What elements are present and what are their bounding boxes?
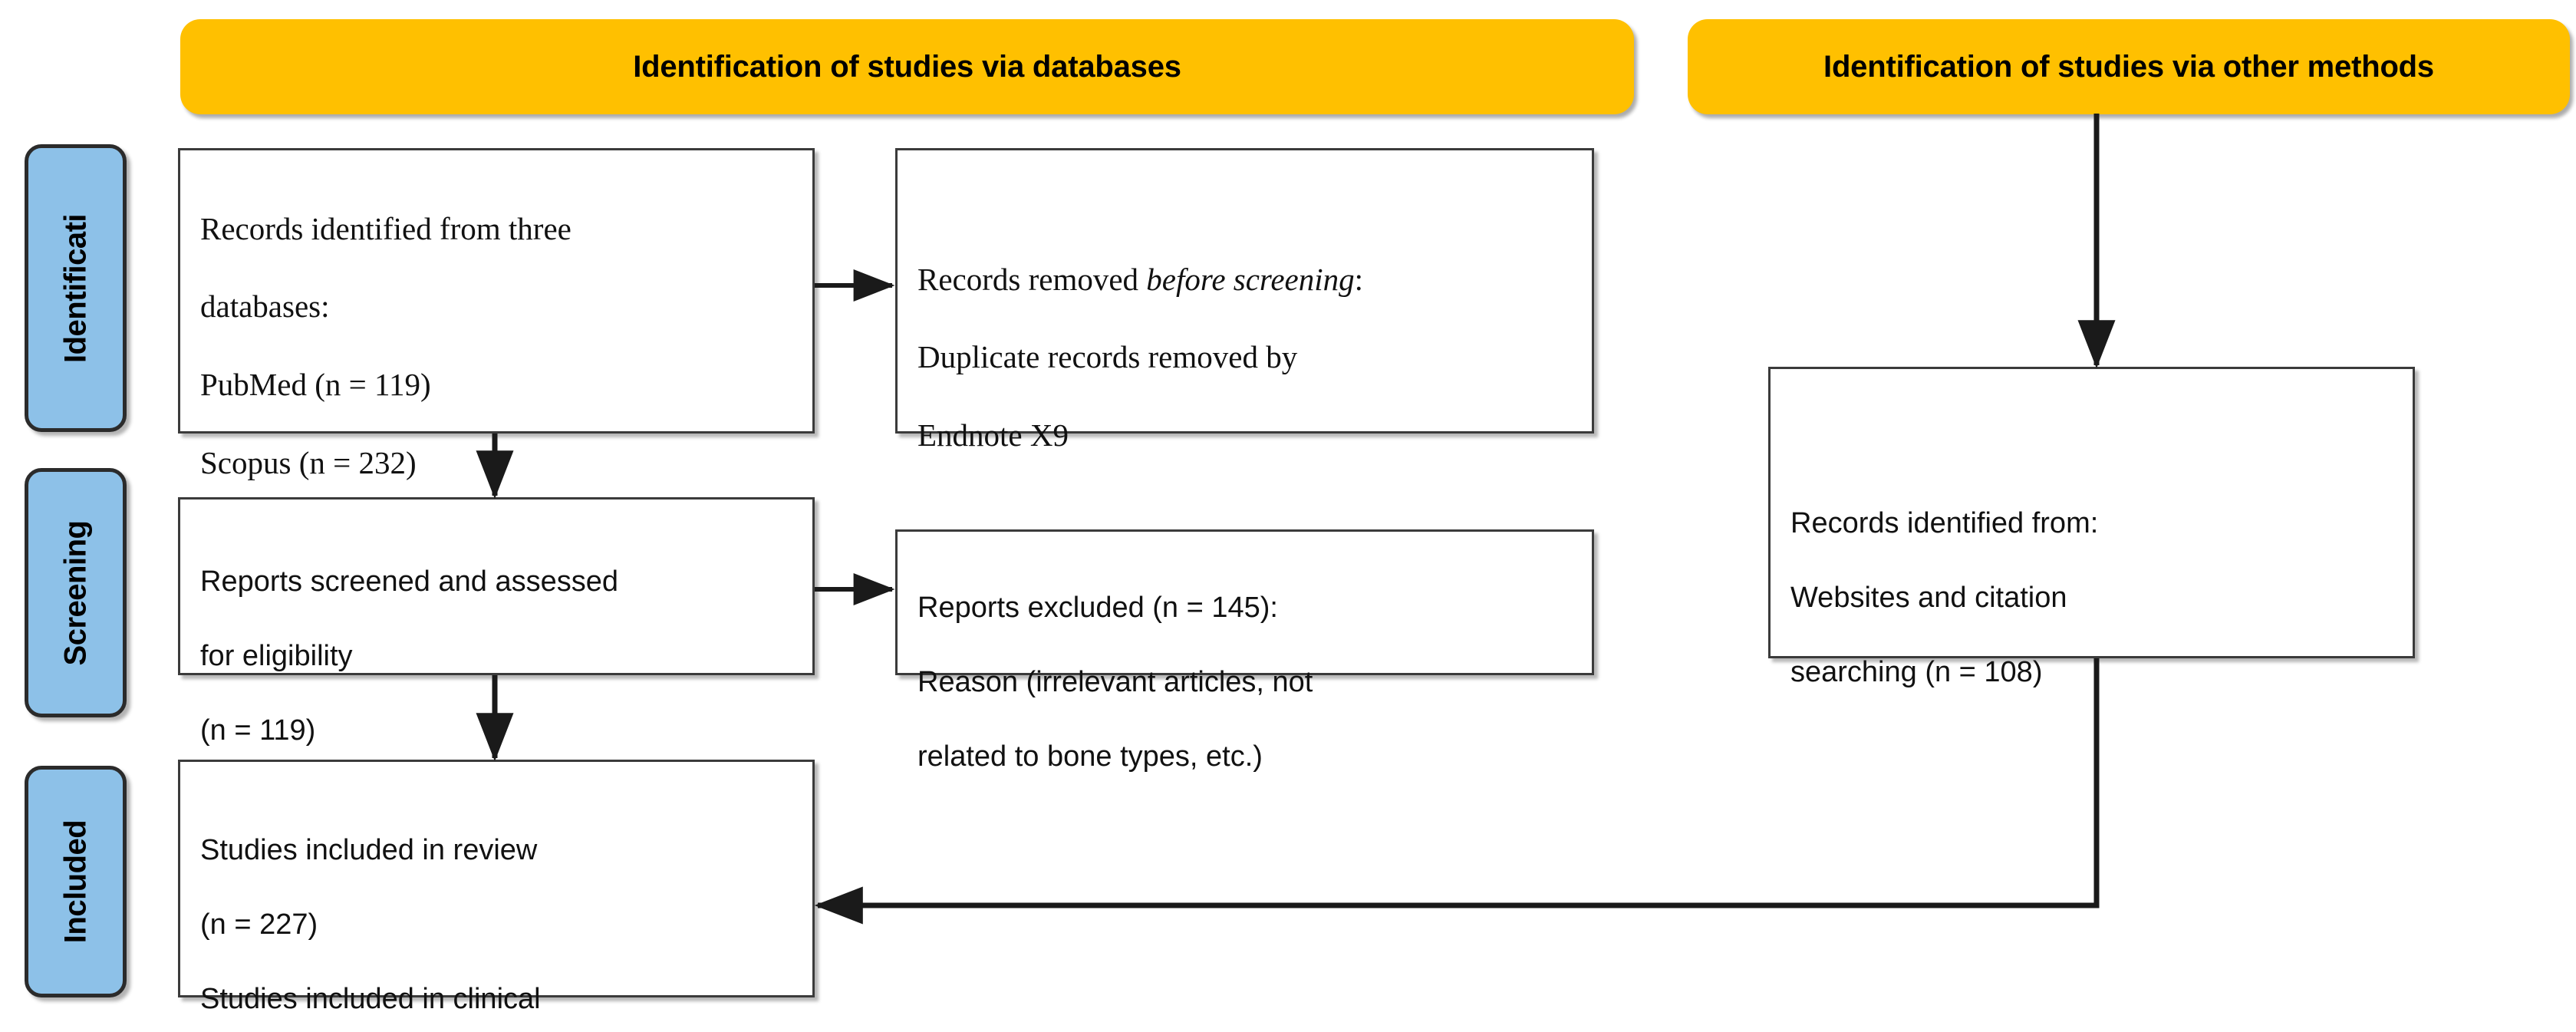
records-identified-scopus: Scopus (n = 232) <box>200 444 417 480</box>
reports-excluded-line-2: Reason (irrelevant articles, not <box>917 665 1313 698</box>
stage-tab-included-label: Included <box>58 819 92 944</box>
banner-identification-databases: Identification of studies via databases <box>180 19 1634 114</box>
records-removed-line-2: Duplicate records removed by <box>917 339 1298 375</box>
box-records-identified-other-methods: Records identified from: Websites and ci… <box>1768 367 2415 688</box>
stage-tab-screening: Screening <box>25 468 127 717</box>
stage-tab-identification: Identificati <box>25 144 127 432</box>
records-other-line-1: Records identified from: <box>1790 506 2099 539</box>
studies-included-review-count: (n = 227) <box>200 908 318 941</box>
reports-excluded-line-1: Reports excluded (n = 145): <box>917 591 1278 624</box>
records-removed-line-3: Endnote X9 <box>917 417 1069 453</box>
stage-tab-identification-label: Identificati <box>58 213 92 363</box>
records-other-line-2: Websites and citation <box>1790 581 2067 614</box>
records-removed-line-1-emphasis: before screening <box>1146 261 1355 297</box>
records-removed-line-1-prefix: Records removed <box>917 261 1147 297</box>
box-reports-screened-assessed: Reports screened and assessed for eligib… <box>178 497 815 747</box>
reports-excluded-line-3: related to bone types, etc.) <box>917 740 1263 773</box>
stage-tab-screening-label: Screening <box>58 520 92 665</box>
records-removed-line-1-suffix: : <box>1354 261 1364 297</box>
records-other-line-3: searching (n = 108) <box>1790 656 2043 689</box>
banner-identification-other-methods: Identification of studies via other meth… <box>1688 19 2570 114</box>
stage-tab-included: Included <box>25 766 127 997</box>
reports-screened-count: (n = 119) <box>200 714 316 747</box>
records-identified-line-2: databases: <box>200 288 330 325</box>
studies-included-line-3: Studies included in clinical <box>200 983 541 1016</box>
reports-screened-line-1: Reports screened and assessed <box>200 565 618 598</box>
box-records-removed-before-screening: Records removed before screening: Duplic… <box>895 148 1594 453</box>
records-identified-pubmed: PubMed (n = 119) <box>200 367 431 403</box>
box-records-identified-from-databases: Records identified from three databases:… <box>178 148 815 558</box>
records-identified-line-1: Records identified from three <box>200 210 572 246</box>
box-studies-included: Studies included in review (n = 227) Stu… <box>178 760 815 1015</box>
reports-screened-line-2: for eligibility <box>200 639 353 672</box>
box-reports-excluded: Reports excluded (n = 145): Reason (irre… <box>895 529 1594 773</box>
studies-included-line-1: Studies included in review <box>200 833 538 866</box>
